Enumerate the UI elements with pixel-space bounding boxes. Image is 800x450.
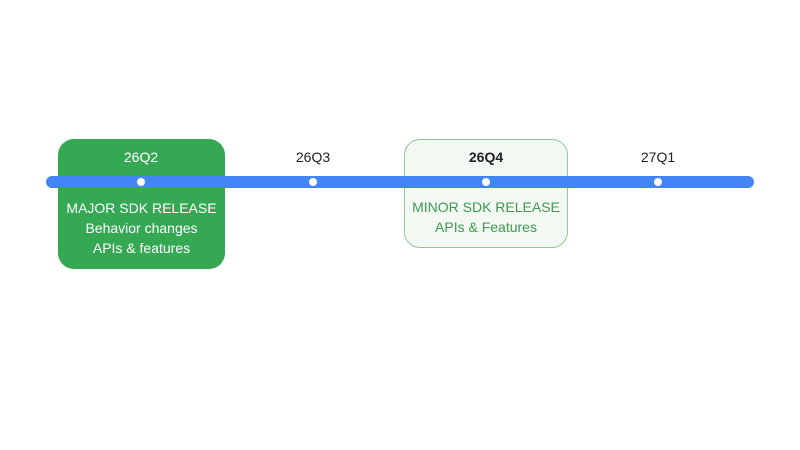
major-release-card: MAJOR SDK RELEASE Behavior changes APIs …	[58, 139, 225, 269]
major-release-detail-apis: APIs & features	[92, 240, 191, 256]
minor-release-detail-apis: APIs & Features	[435, 219, 537, 235]
milestone-dot-27q1	[654, 178, 662, 186]
major-release-detail-behavior: Behavior changes	[85, 220, 198, 236]
quarter-label-26q2: 26Q2	[123, 149, 159, 165]
milestone-dot-26q4	[482, 178, 490, 186]
timeline-bar	[46, 176, 754, 188]
milestone-dot-26q2	[137, 178, 145, 186]
minor-release-description: MINOR SDK RELEASE APIs & Features	[405, 197, 567, 237]
milestone-dot-26q3	[309, 178, 317, 186]
major-release-description: MAJOR SDK RELEASE Behavior changes APIs …	[58, 198, 225, 258]
major-release-title: MAJOR SDK RELEASE	[66, 200, 217, 216]
minor-release-card: MINOR SDK RELEASE APIs & Features	[404, 139, 568, 248]
quarter-label-27q1: 27Q1	[640, 149, 676, 165]
minor-release-title: MINOR SDK RELEASE	[412, 199, 560, 215]
quarter-label-26q3: 26Q3	[295, 149, 331, 165]
quarter-label-26q4: 26Q4	[468, 149, 504, 165]
